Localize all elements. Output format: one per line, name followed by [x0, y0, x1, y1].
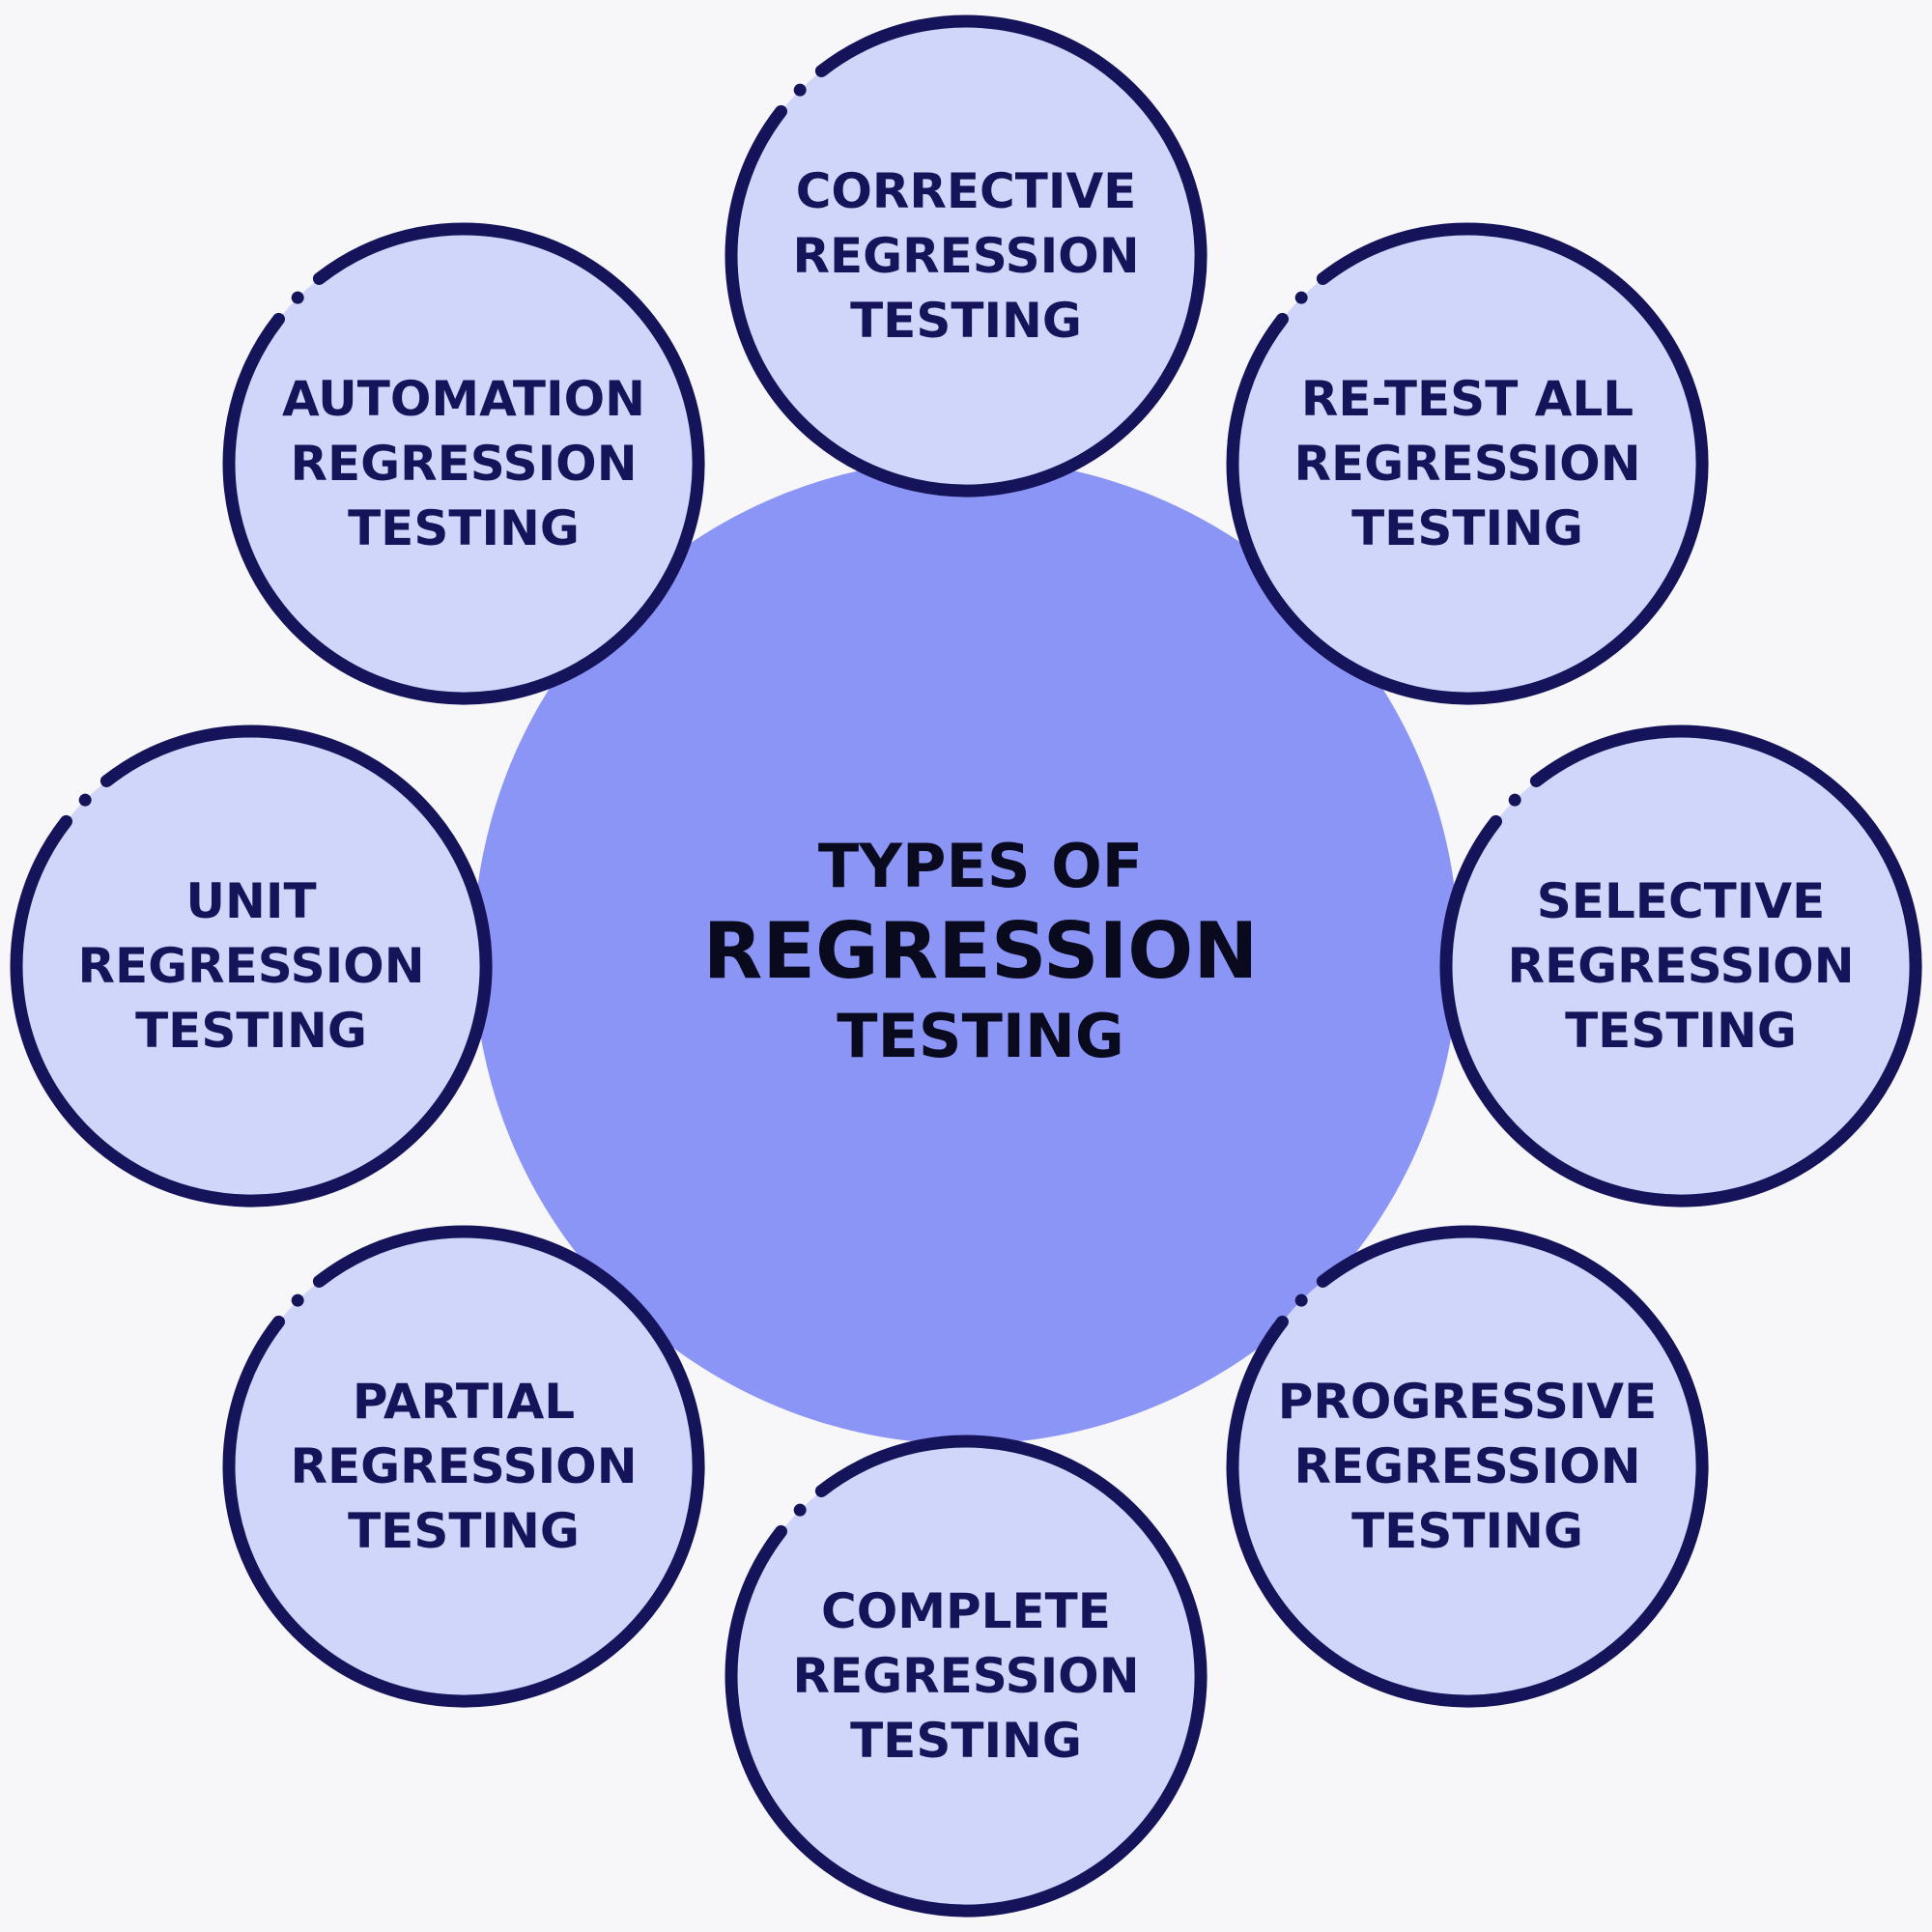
node-progressive [1226, 1225, 1709, 1708]
node-label-line: TESTING [135, 1002, 367, 1059]
node-ring [1439, 724, 1922, 1208]
node-label-complete: COMPLETE REGRESSION TESTING [753, 1560, 1179, 1792]
node-label-line: REGRESSION [792, 1647, 1140, 1704]
node-label-line: REGRESSION [792, 227, 1140, 284]
node-circle [1446, 731, 1916, 1201]
node-label-automation: AUTOMATION REGRESSION TESTING [251, 348, 676, 580]
node-ring-dot [1508, 793, 1521, 807]
center-title: TYPES OF REGRESSION TESTING [594, 816, 1367, 1087]
node-complete [724, 1435, 1208, 1918]
node-circle [16, 731, 486, 1201]
node-label-line: TESTING [348, 1502, 580, 1559]
center-circle [473, 459, 1459, 1444]
node-label-corrective: CORRECTIVE REGRESSION TESTING [753, 140, 1179, 372]
node-label-retest-all: RE-TEST ALL REGRESSION TESTING [1255, 348, 1680, 580]
node-ring-dot [1294, 291, 1308, 304]
node-label-line: TESTING [1351, 1502, 1583, 1559]
node-label-line: REGRESSION [1507, 937, 1855, 994]
node-automation [222, 222, 705, 705]
node-ring [1226, 222, 1709, 705]
node-label-line: REGRESSION [290, 1437, 638, 1494]
node-label-line: PROGRESSIVE [1277, 1373, 1658, 1430]
node-label-progressive: PROGRESSIVE REGRESSION TESTING [1255, 1350, 1680, 1582]
node-label-line: REGRESSION [1293, 1437, 1641, 1494]
node-ring [1226, 1225, 1709, 1708]
node-label-line: UNIT [185, 872, 317, 929]
center-title-line-2: REGRESSION [702, 906, 1259, 996]
node-label-partial: PARTIAL REGRESSION TESTING [251, 1350, 676, 1582]
node-label-line: TESTING [850, 292, 1082, 349]
node-label-line: COMPLETE [821, 1582, 1111, 1639]
node-circle [1233, 229, 1702, 698]
node-label-line: AUTOMATION [281, 370, 645, 427]
node-ring [10, 724, 493, 1208]
node-ring [724, 1435, 1208, 1918]
node-label-line: REGRESSION [77, 937, 425, 994]
node-circle [229, 1232, 698, 1701]
node-ring-dot [1294, 1293, 1308, 1307]
node-partial [222, 1225, 705, 1708]
node-ring-dot [793, 83, 807, 97]
node-circle [731, 1441, 1201, 1911]
node-ring [724, 14, 1208, 497]
node-label-unit: UNIT REGRESSION TESTING [39, 850, 464, 1082]
center-title-line-1: TYPES OF [817, 831, 1144, 901]
node-label-line: PARTIAL [352, 1373, 576, 1430]
node-circle [229, 229, 698, 698]
nodes-layer [10, 14, 1922, 1918]
node-ring [222, 1225, 705, 1708]
node-ring-dot [793, 1503, 807, 1517]
node-label-line: REGRESSION [1293, 435, 1641, 492]
node-selective [1439, 724, 1922, 1208]
node-retest-all [1226, 222, 1709, 705]
node-ring-dot [291, 1293, 304, 1307]
node-label-line: TESTING [1565, 1002, 1797, 1059]
center-title-line-3: TESTING [837, 1001, 1124, 1071]
node-ring [222, 222, 705, 705]
node-label-line: TESTING [1351, 499, 1583, 556]
node-circle [1233, 1232, 1702, 1701]
node-unit [10, 724, 493, 1208]
node-label-line: REGRESSION [290, 435, 638, 492]
node-ring-dot [291, 291, 304, 304]
node-label-line: TESTING [850, 1712, 1082, 1769]
node-corrective [724, 14, 1208, 497]
node-label-line: RE-TEST ALL [1300, 370, 1634, 427]
node-circle [731, 21, 1201, 491]
node-ring-dot [78, 793, 92, 807]
node-label-selective: SELECTIVE REGRESSION TESTING [1468, 850, 1893, 1082]
node-label-line: CORRECTIVE [795, 162, 1137, 219]
node-label-line: SELECTIVE [1536, 872, 1826, 929]
node-label-line: TESTING [348, 499, 580, 556]
